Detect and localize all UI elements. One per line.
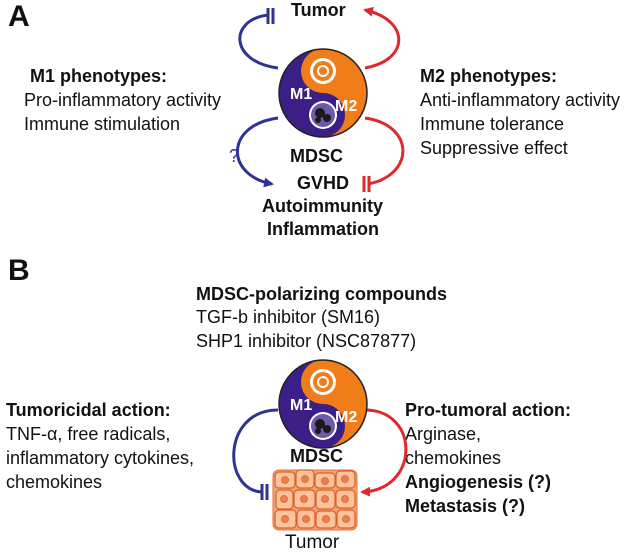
tumoricidal-line-1: TNF-α, free radicals, <box>6 424 171 444</box>
m2-phenotype-line-2: Immune tolerance <box>420 114 565 134</box>
panel-b-mdsc-label: MDSC <box>290 446 343 466</box>
protumoral-bold-line-1: Angiogenesis (?) <box>405 472 552 492</box>
b-cell-m2-label: M2 <box>335 409 357 426</box>
b-m2-promote-tumor-arrow <box>360 408 408 497</box>
b-mdsc-yin-yang: M1 M2 <box>278 359 368 449</box>
m1-phenotypes-title: M1 phenotypes: <box>30 66 168 86</box>
tumor-cell-cluster <box>272 469 358 531</box>
a-m2-inhibit-gvhd-arrow <box>364 116 405 186</box>
b-cell-m1-label: M1 <box>290 397 312 414</box>
compound-shp1: SHP1 inhibitor (NSC87877) <box>196 331 417 351</box>
protumoral-line-2: chemokines <box>405 448 502 468</box>
target-inflammation: Inflammation <box>267 219 380 239</box>
question-mark: ? <box>229 146 240 166</box>
a-cell-m1-label: M1 <box>290 86 312 103</box>
compounds-title: MDSC-polarizing compounds <box>196 284 447 304</box>
target-autoimmunity: Autoimmunity <box>262 196 383 216</box>
m1-phenotype-line-2: Immune stimulation <box>24 114 181 134</box>
a-cell-m2-label: M2 <box>335 98 357 115</box>
m1-phenotype-line-1: Pro-inflammatory activity <box>24 90 222 110</box>
tumoricidal-line-3: chemokines <box>6 472 103 492</box>
tumoricidal-line-2: inflammatory cytokines, <box>6 448 195 468</box>
b-m1-inhibit-tumor-arrow <box>232 408 279 494</box>
panel-a-mdsc-label: MDSC <box>290 146 343 166</box>
panel-b-tumor-label: Tumor <box>285 532 340 553</box>
tumoricidal-title: Tumoricidal action: <box>6 400 171 420</box>
a-m1-promote-gvhd-arrow <box>236 116 279 188</box>
panel-a-tumor-label: Tumor <box>291 0 346 20</box>
panel-a-letter: A <box>8 0 30 33</box>
a-m2-promote-tumor-arrow <box>363 6 401 70</box>
a-m1-inhibit-tumor-arrow <box>238 13 279 70</box>
target-gvhd: GVHD <box>297 173 350 193</box>
panel-b-letter: B <box>8 254 30 287</box>
m2-phenotype-line-1: Anti-inflammatory activity <box>420 90 621 110</box>
m2-phenotype-line-3: Suppressive effect <box>420 138 568 158</box>
protumoral-line-1: Arginase, <box>405 424 482 444</box>
compound-tgfb: TGF-b inhibitor (SM16) <box>196 307 381 327</box>
a-mdsc-yin-yang: M1 M2 <box>278 48 368 138</box>
m2-phenotypes-title: M2 phenotypes: <box>420 66 558 86</box>
protumoral-bold-line-2: Metastasis (?) <box>405 496 526 516</box>
protumoral-title: Pro-tumoral action: <box>405 400 572 420</box>
